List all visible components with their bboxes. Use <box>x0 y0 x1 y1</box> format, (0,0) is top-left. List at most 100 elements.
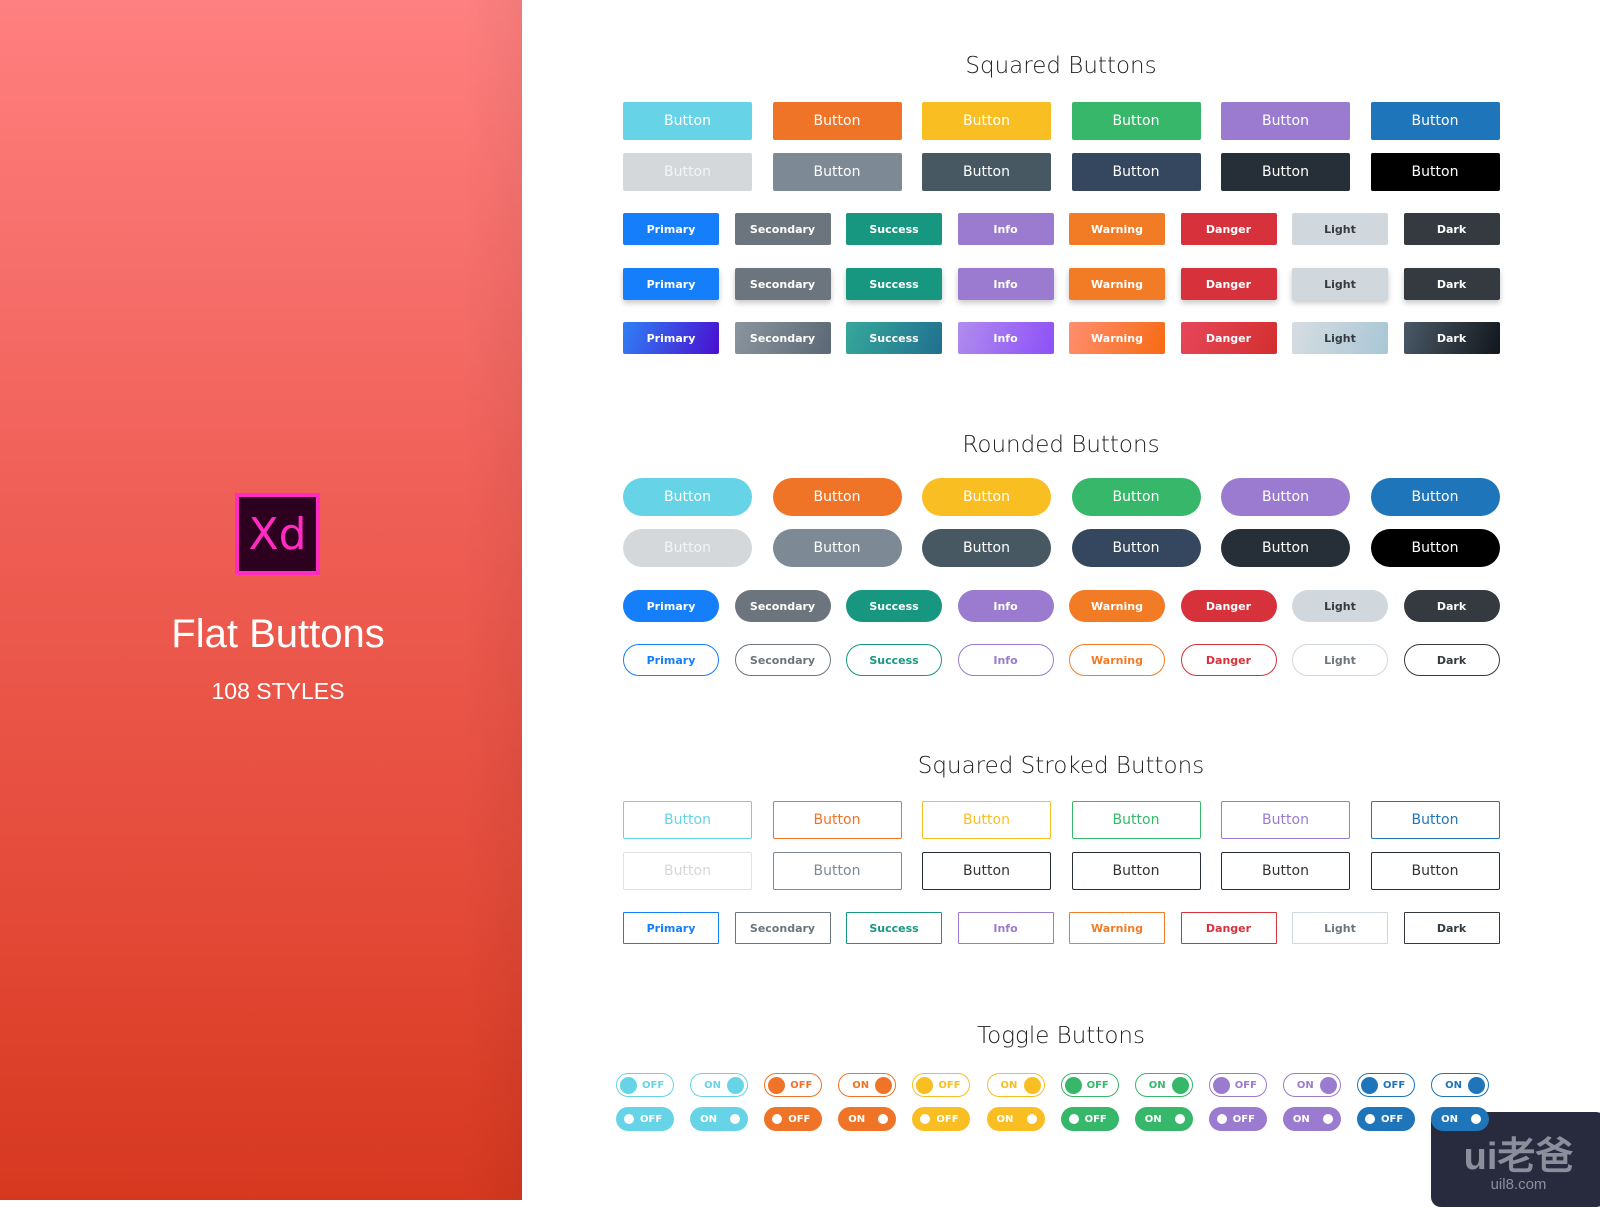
button-info[interactable]: Info <box>957 268 1054 300</box>
button-danger[interactable]: Danger <box>1180 912 1277 944</box>
button[interactable]: Button <box>623 852 752 890</box>
button[interactable]: Button <box>922 478 1051 516</box>
button-light[interactable]: Light <box>1292 644 1388 676</box>
button-warning[interactable]: Warning <box>1069 912 1165 944</box>
button-secondary[interactable]: Secondary <box>734 912 831 944</box>
toggle-off[interactable]: OFF <box>764 1107 823 1131</box>
toggle-on[interactable]: ON <box>838 1073 897 1097</box>
button-secondary[interactable]: Secondary <box>734 590 831 622</box>
button[interactable]: Button <box>922 529 1051 567</box>
button-dark[interactable]: Dark <box>1403 644 1500 676</box>
button-secondary[interactable]: Secondary <box>734 322 831 354</box>
button-warning[interactable]: Warning <box>1069 590 1165 622</box>
button-primary[interactable]: Primary <box>623 213 719 245</box>
button[interactable]: Button <box>772 529 902 567</box>
button-primary[interactable]: Primary <box>623 322 719 354</box>
button-primary[interactable]: Primary <box>623 590 719 622</box>
button-secondary[interactable]: Secondary <box>734 213 831 245</box>
button[interactable]: Button <box>772 153 902 191</box>
button-danger[interactable]: Danger <box>1180 644 1277 676</box>
toggle-off[interactable]: OFF <box>764 1073 823 1097</box>
toggle-off[interactable]: OFF <box>616 1107 674 1131</box>
button-danger[interactable]: Danger <box>1180 590 1277 622</box>
button[interactable]: Button <box>1370 852 1500 890</box>
button-secondary[interactable]: Secondary <box>734 268 831 300</box>
button[interactable]: Button <box>623 153 752 191</box>
button-warning[interactable]: Warning <box>1069 644 1165 676</box>
button-success[interactable]: Success <box>846 322 942 354</box>
button-info[interactable]: Info <box>957 590 1054 622</box>
button[interactable]: Button <box>1221 801 1350 839</box>
button-secondary[interactable]: Secondary <box>734 644 831 676</box>
toggle-on[interactable]: ON <box>1134 1107 1193 1131</box>
button-dark[interactable]: Dark <box>1403 912 1500 944</box>
button[interactable]: Button <box>1370 102 1500 140</box>
button[interactable]: Button <box>623 801 752 839</box>
button-light[interactable]: Light <box>1292 912 1388 944</box>
button[interactable]: Button <box>1071 102 1201 140</box>
button-primary[interactable]: Primary <box>623 644 719 676</box>
toggle-off[interactable]: OFF <box>1208 1107 1267 1131</box>
button[interactable]: Button <box>1221 529 1350 567</box>
button-warning[interactable]: Warning <box>1069 268 1165 300</box>
button-success[interactable]: Success <box>846 213 942 245</box>
button-dark[interactable]: Dark <box>1403 322 1500 354</box>
button[interactable]: Button <box>1071 153 1201 191</box>
toggle-on[interactable]: ON <box>986 1073 1045 1097</box>
button[interactable]: Button <box>1221 153 1350 191</box>
button[interactable]: Button <box>922 852 1051 890</box>
button[interactable]: Button <box>1221 478 1350 516</box>
toggle-on[interactable]: ON <box>1431 1107 1490 1131</box>
button[interactable]: Button <box>772 852 902 890</box>
toggle-off[interactable]: OFF <box>616 1073 674 1097</box>
button-light[interactable]: Light <box>1292 213 1388 245</box>
button[interactable]: Button <box>1370 529 1500 567</box>
button[interactable]: Button <box>1071 478 1201 516</box>
button[interactable]: Button <box>922 801 1051 839</box>
button-success[interactable]: Success <box>846 590 942 622</box>
button-dark[interactable]: Dark <box>1403 268 1500 300</box>
toggle-on[interactable]: ON <box>986 1107 1045 1131</box>
toggle-on[interactable]: ON <box>1134 1073 1193 1097</box>
button[interactable]: Button <box>772 801 902 839</box>
button[interactable]: Button <box>1221 852 1350 890</box>
button[interactable]: Button <box>1071 852 1201 890</box>
button-light[interactable]: Light <box>1292 590 1388 622</box>
button-success[interactable]: Success <box>846 268 942 300</box>
button[interactable]: Button <box>623 478 752 516</box>
toggle-on[interactable]: ON <box>690 1073 749 1097</box>
button-dark[interactable]: Dark <box>1403 213 1500 245</box>
button-primary[interactable]: Primary <box>623 912 719 944</box>
button[interactable]: Button <box>922 153 1051 191</box>
button-info[interactable]: Info <box>957 644 1054 676</box>
button[interactable]: Button <box>1221 102 1350 140</box>
toggle-on[interactable]: ON <box>1431 1073 1490 1097</box>
button[interactable]: Button <box>1370 478 1500 516</box>
button[interactable]: Button <box>1370 801 1500 839</box>
button-info[interactable]: Info <box>957 912 1054 944</box>
button[interactable]: Button <box>1370 153 1500 191</box>
button[interactable]: Button <box>772 478 902 516</box>
button[interactable]: Button <box>623 102 752 140</box>
toggle-on[interactable]: ON <box>690 1107 749 1131</box>
button-danger[interactable]: Danger <box>1180 322 1277 354</box>
toggle-off[interactable]: OFF <box>1060 1107 1119 1131</box>
toggle-off[interactable]: OFF <box>912 1073 971 1097</box>
button-dark[interactable]: Dark <box>1403 590 1500 622</box>
toggle-on[interactable]: ON <box>1282 1073 1341 1097</box>
button-light[interactable]: Light <box>1292 268 1388 300</box>
button-warning[interactable]: Warning <box>1069 213 1165 245</box>
button-light[interactable]: Light <box>1292 322 1388 354</box>
button-danger[interactable]: Danger <box>1180 213 1277 245</box>
toggle-off[interactable]: OFF <box>1357 1107 1415 1131</box>
button-primary[interactable]: Primary <box>623 268 719 300</box>
button[interactable]: Button <box>922 102 1051 140</box>
button-info[interactable]: Info <box>957 322 1054 354</box>
toggle-off[interactable]: OFF <box>1060 1073 1119 1097</box>
button-success[interactable]: Success <box>846 912 942 944</box>
toggle-off[interactable]: OFF <box>1357 1073 1415 1097</box>
button[interactable]: Button <box>623 529 752 567</box>
button-success[interactable]: Success <box>846 644 942 676</box>
button[interactable]: Button <box>1071 801 1201 839</box>
button[interactable]: Button <box>772 102 902 140</box>
